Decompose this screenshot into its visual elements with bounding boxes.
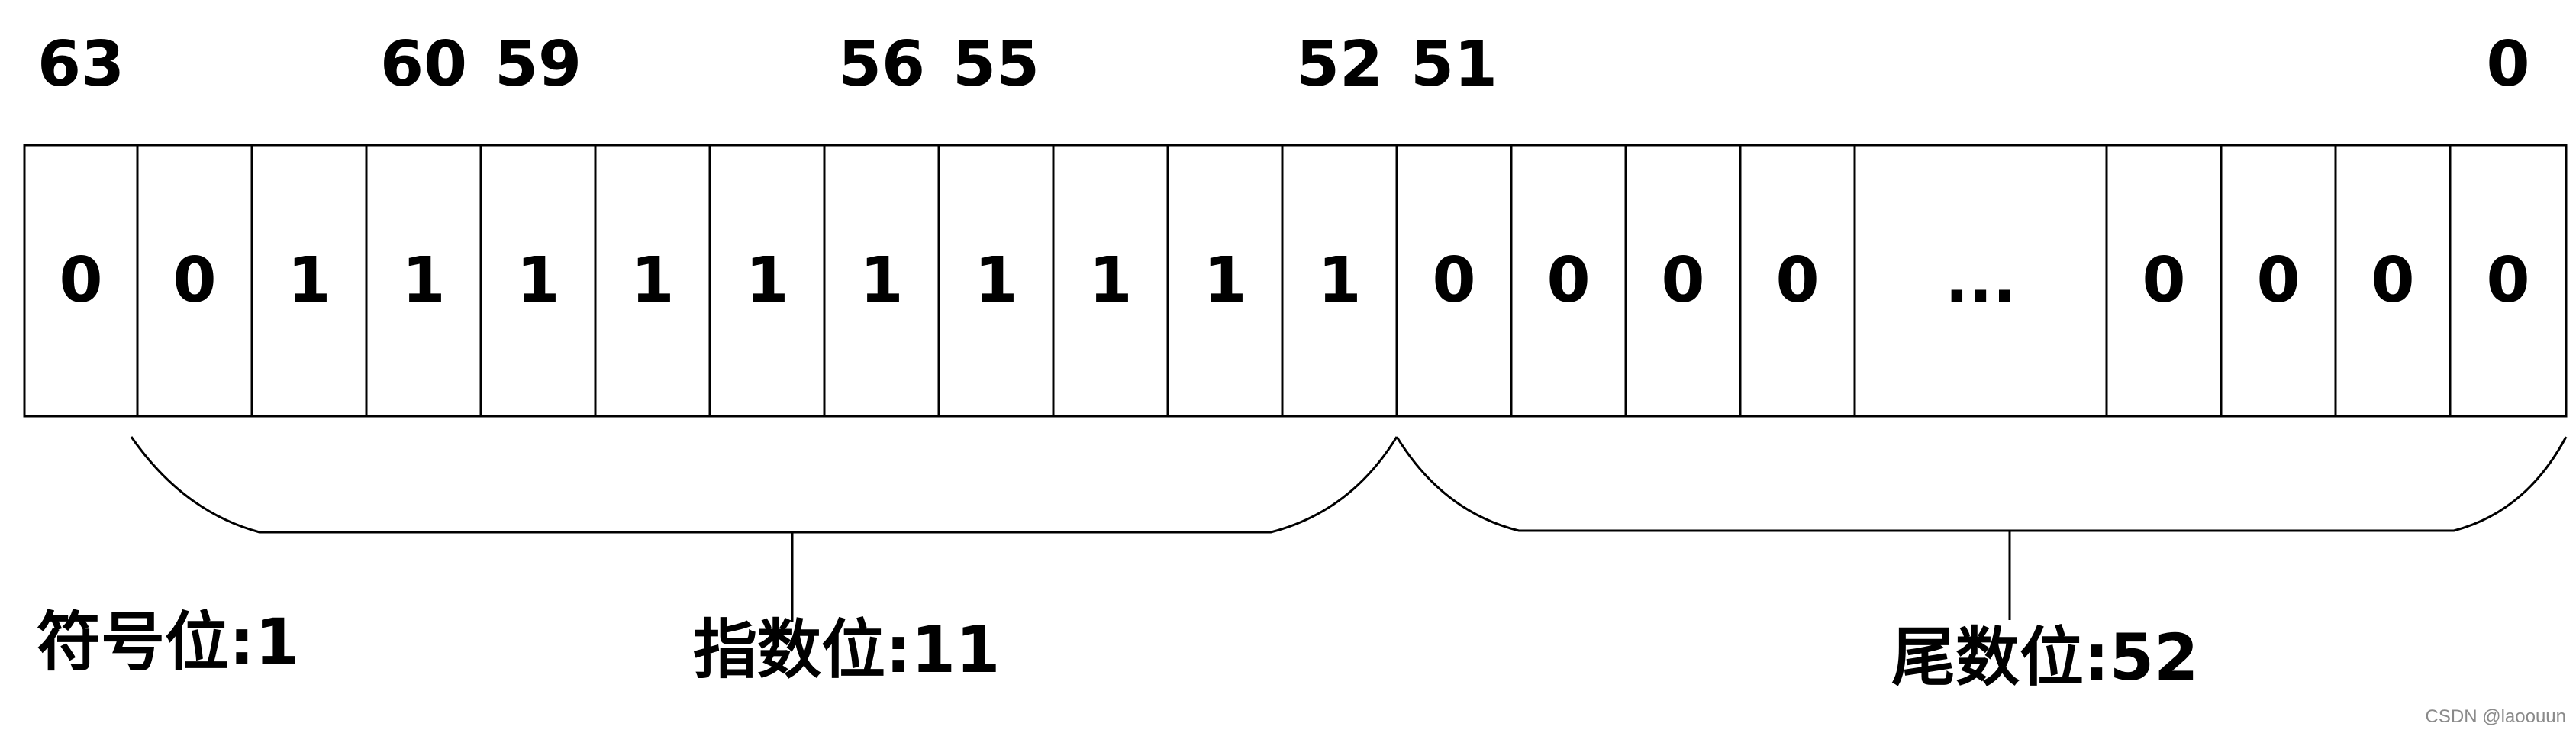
bit-cell-box bbox=[1739, 144, 1856, 418]
bit-cell-box bbox=[708, 144, 826, 418]
bit-cell: 0 bbox=[2449, 144, 2568, 418]
bit-cell-value: 1 bbox=[516, 244, 559, 317]
bit-position-number: 60 bbox=[380, 28, 467, 101]
bit-cell-value: 1 bbox=[1088, 244, 1132, 317]
bit-cell-box bbox=[250, 144, 368, 418]
bit-cell-box bbox=[1281, 144, 1398, 418]
bit-cell-box bbox=[23, 144, 139, 418]
bit-cell-box bbox=[2220, 144, 2337, 418]
exponent-brace bbox=[130, 436, 1398, 534]
bit-cell: 1 bbox=[823, 144, 940, 418]
bit-cell-value: 0 bbox=[1775, 244, 1819, 317]
bit-cell: 1 bbox=[250, 144, 368, 418]
bit-cell: 1 bbox=[937, 144, 1055, 418]
bit-position-number: 63 bbox=[37, 28, 124, 101]
bit-cell: 1 bbox=[479, 144, 597, 418]
bit-cell: 0 bbox=[2105, 144, 2223, 418]
bit-cell-box bbox=[2449, 144, 2568, 418]
mantissa-brace bbox=[1395, 436, 2568, 532]
watermark: CSDN @laoouun bbox=[2426, 706, 2566, 727]
bit-cell-box bbox=[2334, 144, 2452, 418]
bit-position-number: 55 bbox=[953, 28, 1040, 101]
bit-cell: 0 bbox=[1739, 144, 1856, 418]
bit-position-number: 56 bbox=[838, 28, 925, 101]
bit-cell-value: 1 bbox=[401, 244, 445, 317]
bit-cell-value: 0 bbox=[2256, 244, 2300, 317]
bit-cell-box bbox=[594, 144, 711, 418]
bit-cell: 1 bbox=[1281, 144, 1398, 418]
bit-cell-value: 0 bbox=[59, 244, 102, 317]
bit-cell-value: 0 bbox=[2486, 244, 2529, 317]
bit-cell-box bbox=[1510, 144, 1627, 418]
bit-cell: 1 bbox=[1052, 144, 1169, 418]
bit-cell: 0 bbox=[23, 144, 139, 418]
bit-cell-box bbox=[136, 144, 253, 418]
bit-cell: 0 bbox=[136, 144, 253, 418]
bit-cell-box bbox=[1853, 144, 2108, 418]
bit-position-numbers: 63 60 59 56 55 52 51 0 bbox=[37, 28, 2530, 101]
bit-cell: 0 bbox=[1510, 144, 1627, 418]
bit-cell-value: 1 bbox=[630, 244, 674, 317]
bit-position-number: 52 bbox=[1296, 28, 1383, 101]
bit-cell-value: 1 bbox=[974, 244, 1017, 317]
bit-cell-value: 0 bbox=[1661, 244, 1704, 317]
bit-cell-value: 0 bbox=[172, 244, 216, 317]
bit-cell: 0 bbox=[1395, 144, 1513, 418]
bit-cell: 1 bbox=[594, 144, 711, 418]
bit-position-number: 51 bbox=[1411, 28, 1498, 101]
bit-cell-value: 1 bbox=[745, 244, 788, 317]
bit-cell-value: 1 bbox=[1317, 244, 1361, 317]
bit-cell: 0 bbox=[1624, 144, 1742, 418]
bit-cell: 0 bbox=[2220, 144, 2337, 418]
bit-cell-value: 0 bbox=[1546, 244, 1590, 317]
bit-cell: 1 bbox=[365, 144, 482, 418]
bit-position-number: 0 bbox=[2486, 28, 2529, 101]
bit-cell-value: 1 bbox=[1203, 244, 1246, 317]
bit-cell-value: 0 bbox=[2371, 244, 2414, 317]
bit-cell-value: 1 bbox=[859, 244, 903, 317]
bit-cell-box bbox=[479, 144, 597, 418]
mantissa-bits-label: 尾数位:52 bbox=[1891, 620, 2199, 695]
bit-position-number: 59 bbox=[495, 28, 582, 101]
bit-cell-box bbox=[1395, 144, 1513, 418]
exponent-bits-label: 指数位:11 bbox=[693, 612, 1001, 687]
bit-cell: 1 bbox=[1166, 144, 1284, 418]
bit-cell-value: 1 bbox=[287, 244, 330, 317]
bit-cell-value: 0 bbox=[1432, 244, 1475, 317]
bit-cell-box bbox=[2105, 144, 2223, 418]
bit-cell-value: 0 bbox=[2142, 244, 2185, 317]
bit-cell-box bbox=[365, 144, 482, 418]
bit-cell-box bbox=[1052, 144, 1169, 418]
bit-cell: ... bbox=[1853, 144, 2108, 418]
bit-cell-value: ... bbox=[1945, 244, 2016, 317]
bit-cell: 1 bbox=[708, 144, 826, 418]
bit-cell-box bbox=[937, 144, 1055, 418]
bit-cell: 0 bbox=[2334, 144, 2452, 418]
sign-bit-label: 符号位:1 bbox=[37, 605, 299, 680]
bit-cell-box bbox=[823, 144, 940, 418]
